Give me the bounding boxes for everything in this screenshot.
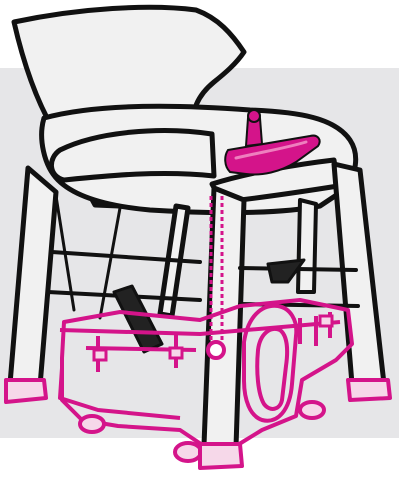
foot-pad-front-left	[6, 380, 46, 402]
wheel-front-mid	[175, 443, 201, 461]
chair-leg-back-mid	[298, 200, 316, 292]
connector-mid	[170, 348, 182, 358]
foot-pad-front-right	[200, 444, 242, 468]
lift-handle-cap	[248, 110, 260, 122]
wheel-back-right	[300, 402, 324, 418]
connector-left	[94, 350, 106, 360]
lift-point-ring	[208, 342, 224, 358]
foot-pad-back-right	[348, 380, 390, 400]
wheel-front-left	[80, 416, 104, 432]
connector-right	[320, 316, 332, 326]
